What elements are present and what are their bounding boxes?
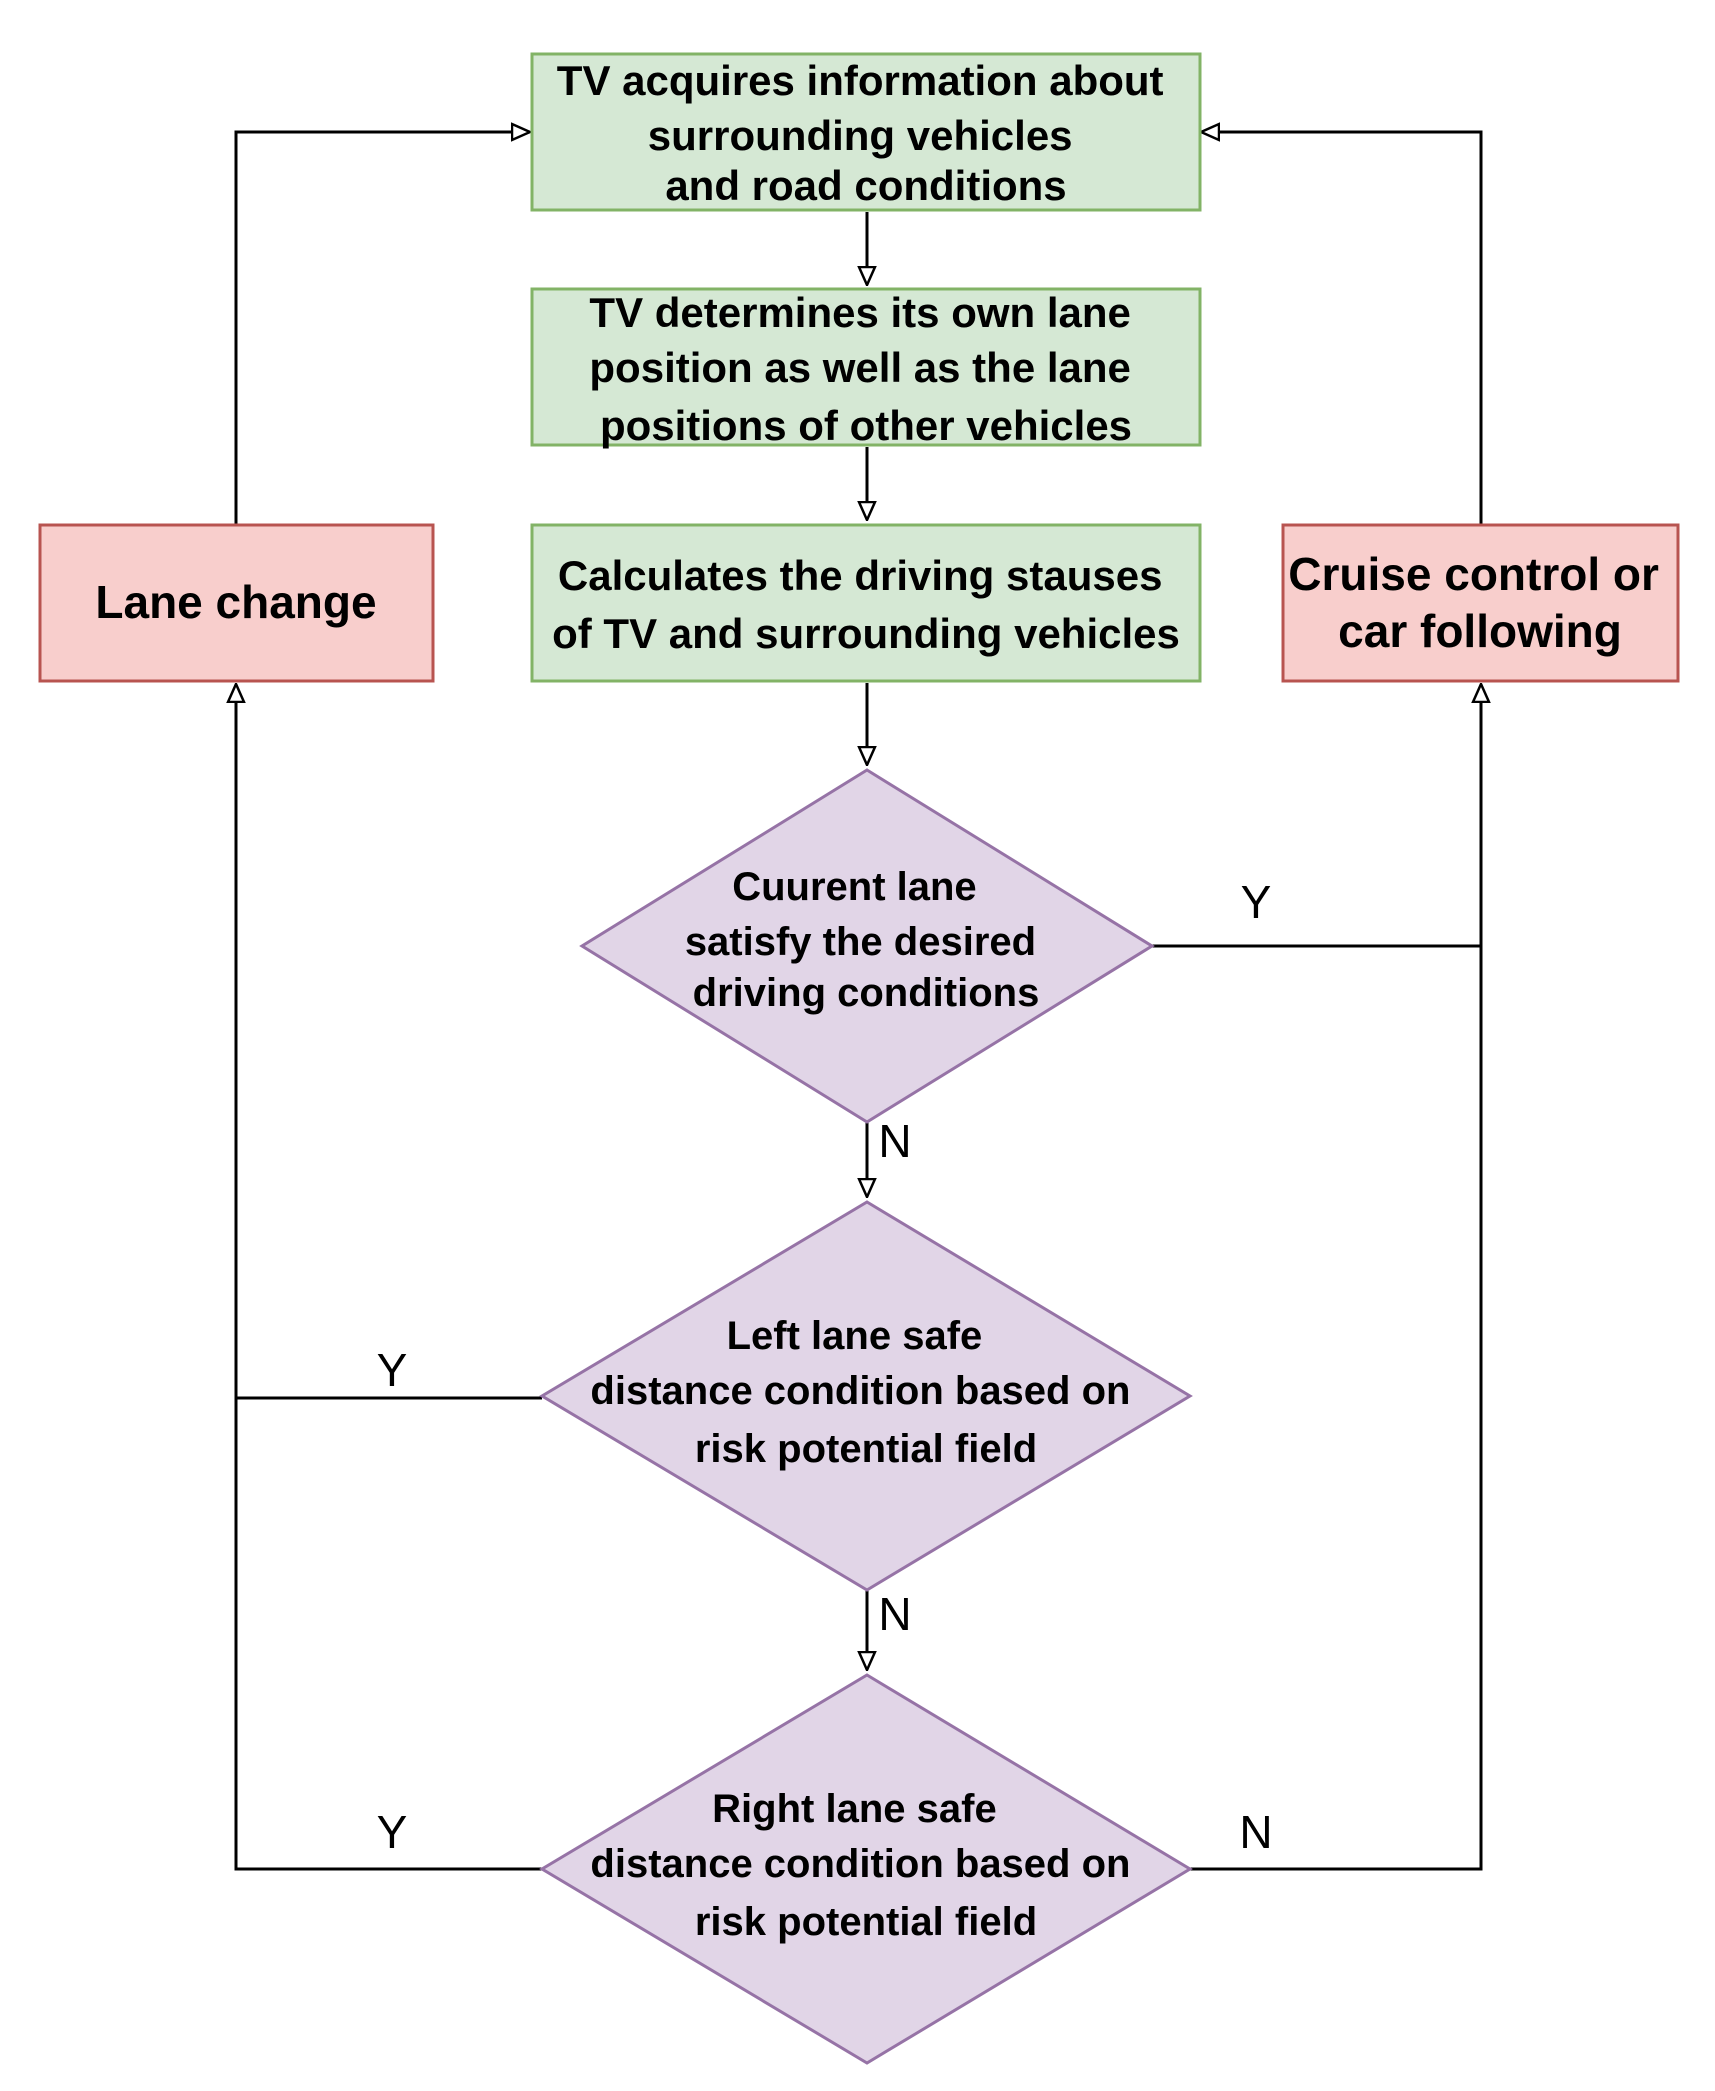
decision-current-lane-line-3: driving conditions — [693, 971, 1040, 1015]
action-cruise-line-2: car following — [1338, 605, 1622, 657]
edge-right-yes-to-lane-change — [234, 1398, 542, 1871]
action-cruise-line-1: Cruise control or — [1288, 548, 1659, 600]
decision-left-lane-line-2: distance condition based on — [590, 1369, 1130, 1413]
process-acquire-line-2: surrounding vehicles — [648, 112, 1073, 159]
decision-right-lane-line-2: distance condition based on — [590, 1842, 1130, 1886]
decision-current-lane: Cuurent lane satisfy the desired driving… — [579, 768, 1155, 1124]
process-determine-line-2: position as well as the lane — [589, 344, 1131, 391]
process-determine: TV determines its own lane position as w… — [530, 287, 1202, 449]
process-acquire-line-3: and road conditions — [665, 162, 1066, 209]
process-acquire-text: TV acquires information about surroundin… — [557, 57, 1175, 209]
action-lane-change-line-1: Lane change — [95, 576, 376, 628]
process-acquire: TV acquires information about surroundin… — [530, 52, 1202, 212]
decision-current-lane-text: Cuurent lane satisfy the desired driving… — [685, 865, 1047, 1015]
label-right-no: N — [1239, 1806, 1272, 1858]
action-lane-change-text: Lane change — [95, 576, 376, 628]
action-cruise-text: Cruise control or car following — [1288, 548, 1671, 657]
action-cruise: Cruise control or car following — [1281, 523, 1680, 683]
decision-right-lane-line-1: Right lane safe — [712, 1787, 997, 1831]
decision-left-lane-text: Left lane safe distance condition based … — [590, 1314, 1141, 1471]
decision-left-lane-line-3: risk potential field — [695, 1427, 1037, 1471]
process-determine-line-3: positions of other vehicles — [600, 402, 1132, 449]
decision-current-lane-line-1: Cuurent lane — [732, 865, 976, 909]
label-left-yes: Y — [377, 1344, 408, 1396]
decision-left-lane-line-1: Left lane safe — [727, 1314, 983, 1358]
process-calculate: Calculates the driving stauses of TV and… — [530, 523, 1202, 683]
action-lane-change: Lane change — [38, 523, 435, 683]
process-acquire-line-1: TV acquires information about — [557, 57, 1164, 104]
edge-lane-change-to-acquire — [234, 132, 530, 525]
decision-right-lane-text: Right lane safe distance condition based… — [590, 1787, 1141, 1944]
decision-current-lane-line-2: satisfy the desired — [685, 920, 1036, 964]
process-determine-line-1: TV determines its own lane — [589, 289, 1130, 336]
edge-cruise-to-acquire — [1201, 132, 1483, 525]
edge-right-no-to-cruise — [1190, 946, 1483, 1871]
edge-left-yes-to-lane-change — [236, 684, 542, 1400]
label-current-yes: Y — [1241, 876, 1272, 928]
label-current-no: N — [878, 1115, 911, 1167]
connectors — [234, 132, 1483, 1871]
process-calculate-line-1: Calculates the driving stauses — [558, 552, 1163, 599]
process-calculate-line-2: of TV and surrounding vehicles — [552, 610, 1180, 657]
process-calculate-text: Calculates the driving stauses of TV and… — [552, 552, 1180, 657]
process-determine-text: TV determines its own lane position as w… — [589, 289, 1142, 449]
label-right-yes: Y — [377, 1806, 408, 1858]
label-left-no: N — [878, 1588, 911, 1640]
edge-current-yes-to-cruise — [1152, 684, 1481, 948]
decision-right-lane-line-3: risk potential field — [695, 1900, 1037, 1944]
decision-left-lane: Left lane safe distance condition based … — [539, 1200, 1193, 1592]
decision-right-lane: Right lane safe distance condition based… — [539, 1673, 1193, 2065]
